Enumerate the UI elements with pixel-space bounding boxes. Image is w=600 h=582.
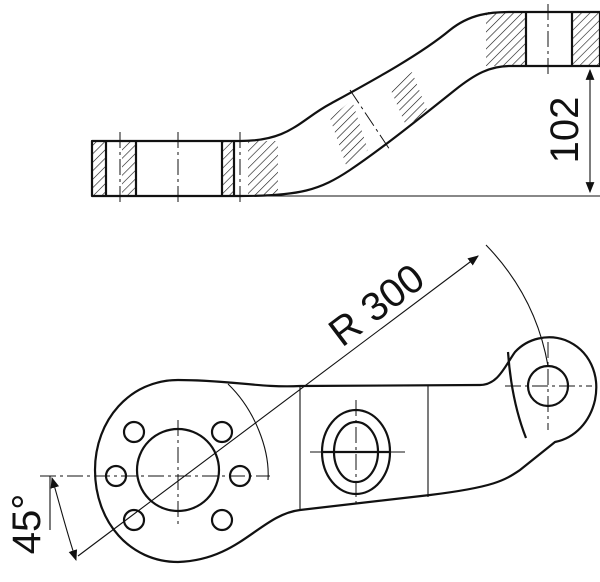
top-view-end-edge xyxy=(506,351,528,439)
radius-dimension-line xyxy=(77,255,479,557)
top-view-outline xyxy=(93,336,598,564)
side-hatch-center-2 xyxy=(390,72,428,126)
side-view-outline xyxy=(90,10,600,198)
top-view-blend-line xyxy=(227,383,269,481)
side-view: 102 xyxy=(90,4,600,204)
side-hatch-mid xyxy=(222,141,234,196)
top-view: R 300 45° xyxy=(5,244,598,564)
radius-dimension-label: R 300 xyxy=(321,256,433,355)
side-hatch-left-2 xyxy=(122,141,136,196)
side-hatch-break xyxy=(248,141,278,196)
side-hatch-left xyxy=(92,141,106,196)
angle-dimension-arc xyxy=(50,476,78,562)
height-dimension-label: 102 xyxy=(543,97,587,164)
side-hatch-center xyxy=(330,100,368,165)
side-hatch-right xyxy=(486,12,526,66)
side-hatch-right-2 xyxy=(572,12,600,66)
radius-arc xyxy=(485,244,549,367)
angle-dimension-label: 45° xyxy=(5,494,49,555)
